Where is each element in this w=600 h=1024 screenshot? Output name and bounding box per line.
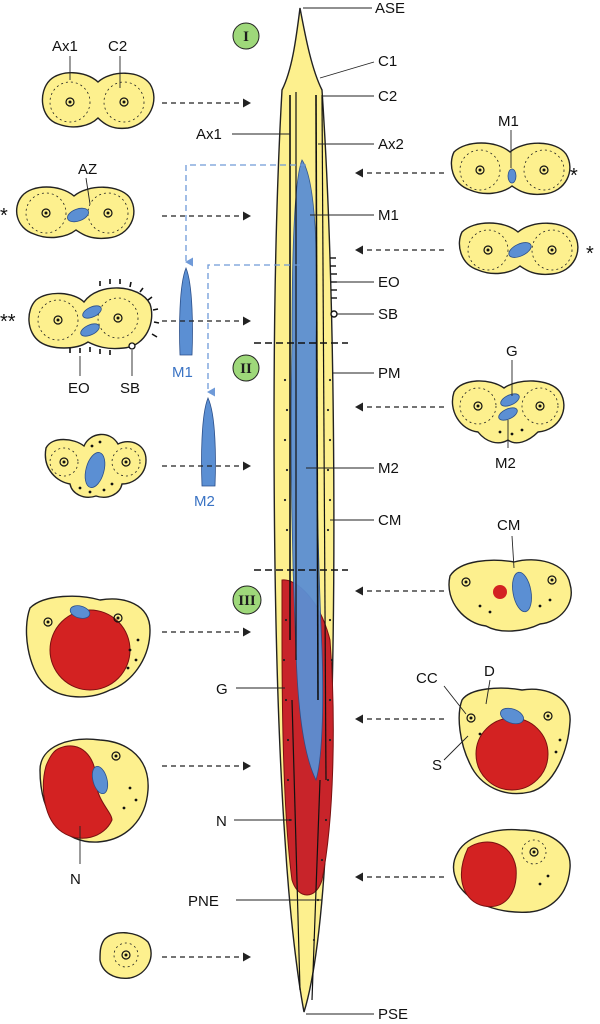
cross-section-right-4: CM <box>448 517 572 632</box>
label-sb-left: SB <box>120 380 140 397</box>
label-eo-center: EO <box>378 274 400 291</box>
label-m1-center: M1 <box>378 207 399 224</box>
label-c2-center: C2 <box>378 88 397 105</box>
region-badge-3: III <box>232 585 262 615</box>
label-g-right: G <box>506 343 518 360</box>
label-c2-left: C2 <box>108 38 127 55</box>
label-n-center: N <box>216 813 227 830</box>
label-cc: CC <box>416 670 438 687</box>
label-g-center: G <box>216 681 228 698</box>
svg-text:III: III <box>238 593 256 609</box>
star-left-2: ** <box>0 311 16 333</box>
star-left-1: * <box>0 205 8 227</box>
cross-section-left-2: AZ * <box>0 161 135 240</box>
sperm-body <box>273 7 338 1013</box>
cross-section-left-3: EO SB ** <box>0 279 160 397</box>
label-n-left: N <box>70 871 81 888</box>
arrows-right <box>355 168 444 882</box>
svg-text:M1: M1 <box>172 364 193 381</box>
cross-section-right-6 <box>452 828 571 913</box>
cross-section-left-5 <box>25 595 151 698</box>
label-ax2: Ax2 <box>378 136 404 153</box>
region-badge-1: I <box>232 22 260 50</box>
cross-section-left-1: Ax1 C2 <box>41 38 155 130</box>
label-m1-right: M1 <box>498 113 519 130</box>
svg-text:II: II <box>240 361 252 377</box>
cross-section-left-4 <box>44 433 147 498</box>
cross-section-right-1: M1 * <box>450 113 578 196</box>
star-right-2: * <box>586 243 594 265</box>
cross-section-right-2: * <box>458 222 594 276</box>
label-ax1-left: Ax1 <box>52 38 78 55</box>
svg-text:I: I <box>243 29 249 45</box>
label-cm-center: CM <box>378 512 401 529</box>
star-right-1: * <box>570 165 578 187</box>
cross-section-left-6: N <box>39 738 149 888</box>
label-pne: PNE <box>188 893 219 910</box>
label-m2-center: M2 <box>378 460 399 477</box>
label-pse: PSE <box>378 1006 408 1023</box>
region-badge-2: II <box>232 354 260 382</box>
label-d: D <box>484 663 495 680</box>
label-pm: PM <box>378 365 401 382</box>
label-s: S <box>432 757 442 774</box>
label-sb-center: SB <box>378 306 398 323</box>
cross-section-right-5: CC D S <box>416 663 571 795</box>
cross-section-right-3: G M2 <box>451 343 565 472</box>
label-c1: C1 <box>378 53 397 70</box>
cross-section-left-7 <box>99 932 152 979</box>
label-az: AZ <box>78 161 97 178</box>
sb-structure <box>330 310 338 318</box>
isolated-mitochondrion-m1: M1 <box>172 266 193 381</box>
label-ax1-center: Ax1 <box>196 126 222 143</box>
label-m2-right: M2 <box>495 455 516 472</box>
isolated-mitochondrion-m2: M2 <box>194 397 216 510</box>
label-cm-right: CM <box>497 517 520 534</box>
svg-text:M2: M2 <box>194 493 215 510</box>
label-ase: ASE <box>375 0 405 17</box>
arrows-left <box>162 98 251 962</box>
label-eo-left: EO <box>68 380 90 397</box>
